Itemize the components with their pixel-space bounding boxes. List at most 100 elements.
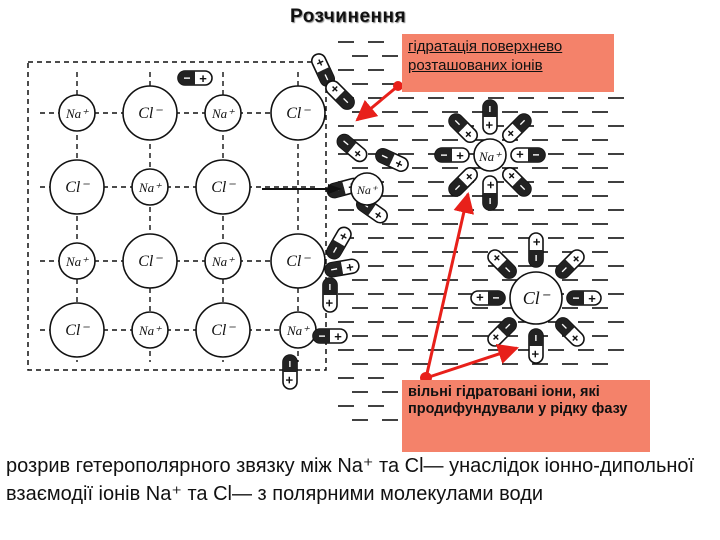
plus-sign: + <box>482 121 497 129</box>
water-dipole: −+ <box>324 258 360 278</box>
chloride-ion: Cl⁻ <box>49 302 105 358</box>
water-dipole: −+ <box>325 80 355 110</box>
ion-label: Na⁺ <box>286 323 310 338</box>
plus-sign: + <box>516 147 524 162</box>
water-dipole: −+ <box>528 232 544 268</box>
water-dipole: −+ <box>326 226 352 260</box>
minus-sign: − <box>483 105 497 112</box>
plus-sign: + <box>529 238 544 246</box>
water-dipole: −+ <box>555 249 585 279</box>
water-dipole: −+ <box>312 328 348 344</box>
ion-label: Na⁺ <box>211 106 235 121</box>
minus-sign: − <box>492 291 499 305</box>
minus-sign: − <box>532 148 539 162</box>
water-dipole: −+ <box>434 147 470 163</box>
minus-sign: − <box>529 254 543 261</box>
ion-label: Na⁺ <box>478 149 502 164</box>
minus-sign: − <box>318 329 325 343</box>
plus-sign: + <box>199 71 207 86</box>
ion-label: Cl⁻ <box>138 253 163 270</box>
minus-sign: − <box>329 262 338 277</box>
callout-surface-hydration: гідратація поверхнево розташованих іонів <box>402 34 614 92</box>
water-dipole: −+ <box>566 290 602 306</box>
chloride-ion: Cl⁻ <box>122 85 178 141</box>
crystal-outline <box>27 61 327 371</box>
water-dipole: −+ <box>375 147 409 172</box>
minus-sign: − <box>529 334 543 341</box>
water-dipole: −+ <box>310 53 336 87</box>
ion-label: Na⁺ <box>138 180 162 195</box>
minus-sign: − <box>283 360 297 367</box>
water-dipole: −+ <box>448 113 479 144</box>
water-dipole: −+ <box>487 249 517 279</box>
minus-sign: − <box>483 197 497 204</box>
free-hydrated-ions: Na⁺−+−+−+−+−+−+−+−+Na⁺−+−+−+−+−+−+−+−+Cl… <box>350 99 602 364</box>
plus-sign: + <box>334 329 342 344</box>
chloride-ion: Cl⁻ <box>195 302 251 358</box>
minus-sign: − <box>323 283 337 290</box>
hydrated-sodium: −+−+−+−+−+−+−+−+Na⁺ <box>434 99 546 211</box>
water-dipole: −+ <box>510 147 546 163</box>
ion-label: Na⁺ <box>211 254 235 269</box>
callout-dot-top <box>393 81 403 91</box>
plus-sign: + <box>483 181 498 189</box>
ion-label: Cl⁻ <box>523 288 551 308</box>
callout-arrows <box>355 84 519 380</box>
minus-sign: − <box>183 71 190 85</box>
plus-sign: + <box>456 148 464 163</box>
sodium-ion: Na⁺ <box>350 172 384 206</box>
water-dipole: −+ <box>528 328 544 364</box>
hydrated-chloride: −+−+−+−+−+−+−+−+Cl⁻ <box>470 232 602 364</box>
chloride-ion: Cl⁻ <box>49 159 105 215</box>
chloride-ion: Cl⁻ <box>195 159 251 215</box>
ion-label: Na⁺ <box>65 106 89 121</box>
water-dipole: −+ <box>555 317 585 347</box>
ion-label: Cl⁻ <box>65 322 90 339</box>
free-ion-arrow-na <box>424 191 475 379</box>
sodium-ion: Na⁺ <box>131 311 169 349</box>
ion-label: Cl⁻ <box>138 105 163 122</box>
ion-label: Cl⁻ <box>286 253 311 270</box>
minus-sign: − <box>572 291 579 305</box>
water-dipole: −+ <box>322 277 338 313</box>
plus-sign: + <box>345 259 355 275</box>
water-dipole: −+ <box>177 70 213 86</box>
surface-callout-arrow <box>355 84 399 122</box>
sodium-ion: Na⁺ <box>58 242 96 280</box>
water-dipole: −+ <box>487 317 517 347</box>
ion-label: Na⁺ <box>65 254 89 269</box>
sodium-ion: Na⁺ <box>204 242 242 280</box>
plus-sign: + <box>322 299 337 307</box>
sodium-ion: Na⁺ <box>279 311 317 349</box>
chloride-ion: Cl⁻ <box>270 85 326 141</box>
ion-label: Cl⁻ <box>211 322 236 339</box>
chloride-ion: Cl⁻ <box>122 233 178 289</box>
chloride-ion: Cl⁻ <box>270 233 326 289</box>
page-title: Розчинення <box>290 6 407 27</box>
crystal-lattice: Na⁺ Cl⁻ Na⁺ Cl⁻ Cl⁻ Na⁺ Cl⁻ Na⁺ Cl⁻ Na⁺ Cl⁻ Cl⁻ Na⁺ C… <box>49 85 326 358</box>
sodium-ion: Na⁺ <box>58 94 96 132</box>
minus-sign: − <box>440 148 447 162</box>
ion-label: Cl⁻ <box>286 105 311 122</box>
sodium-ion: Na⁺ <box>204 94 242 132</box>
plus-sign: + <box>528 350 543 358</box>
water-dipole: −+ <box>501 113 532 144</box>
plus-sign: + <box>588 291 596 306</box>
free-ion-arrow-cl <box>425 343 519 380</box>
water-dipole: −+ <box>470 290 506 306</box>
plus-sign: + <box>476 290 484 305</box>
water-dipole: −+ <box>336 133 368 163</box>
plus-sign: + <box>282 376 297 384</box>
ion-label: Cl⁻ <box>65 179 90 196</box>
water-dipole: −+ <box>282 354 298 390</box>
ion-label: Na⁺ <box>138 323 162 338</box>
water-dipole: −+ <box>482 99 498 135</box>
dissolution-arrow <box>262 184 342 194</box>
sodium-ion: Na⁺ <box>131 168 169 206</box>
caption-text: розрив гетерополярного звязку між Na⁺ та… <box>6 455 695 505</box>
water-dipole: −+ <box>501 166 532 197</box>
ion-label: Cl⁻ <box>211 179 236 196</box>
water-dipole: −+ <box>448 166 479 197</box>
ion-label: Na⁺ <box>356 183 379 197</box>
